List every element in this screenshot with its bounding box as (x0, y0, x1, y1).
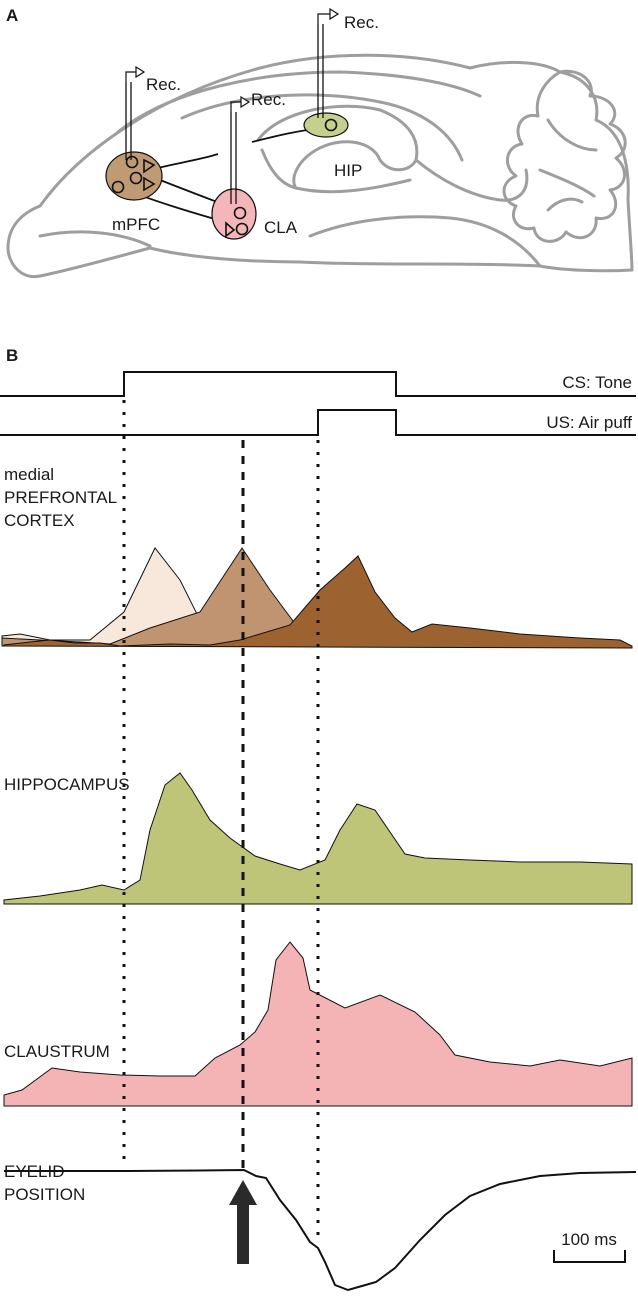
cs-tone-label: CS: Tone (562, 373, 632, 392)
cla-rec-label: Rec. (251, 90, 286, 109)
mpfc-region (105, 151, 163, 201)
mpfc-trace-late (3, 555, 633, 649)
panel-a-letter: A (6, 6, 18, 25)
midbrain-outline (414, 158, 529, 202)
hip-trace (3, 772, 633, 905)
cla-pyramidal (225, 221, 236, 238)
cla-electrode: Rec. (230, 90, 286, 204)
scale-bar (553, 1250, 626, 1263)
cortex-line (116, 70, 482, 134)
hip-trace-label: HIPPOCAMPUS (4, 775, 130, 794)
panel-b-letter: B (6, 346, 18, 365)
mpfc-electrode: Rec. (125, 65, 181, 160)
cla-trace (3, 941, 633, 1107)
brain-outline (6, 53, 634, 279)
mpfc-neuron-3 (111, 180, 125, 194)
mpfc-pyramidal-1 (143, 158, 156, 174)
mpfc-trace-label-2: PREFRONTAL (4, 488, 117, 507)
hip-electrode: Rec. (317, 7, 379, 118)
eyelid-trace (4, 1168, 637, 1292)
mpfc-rec-label: Rec. (146, 75, 181, 94)
cla-trace-label: CLAUSTRUM (4, 1042, 110, 1061)
mpfc-pyramidal-2 (143, 176, 156, 192)
us-airpuff-trace (0, 409, 636, 436)
hip-label: HIP (334, 161, 362, 180)
up-arrow-icon (229, 1180, 257, 1264)
scale-bar-label: 100 ms (561, 1230, 617, 1249)
mpfc-trace-label-3: CORTEX (4, 511, 75, 530)
panel-b: B CS: Tone US: Air puff medial PREFRONTA… (0, 346, 637, 1292)
mpfc-label: mPFC (112, 215, 160, 234)
cerebellum-inner (538, 118, 598, 212)
mpfc-neuron-1 (125, 155, 139, 169)
brainstem-line (308, 215, 542, 268)
cla-neuron-2 (235, 222, 249, 236)
cla-label: CLA (264, 218, 298, 237)
cla-neuron-1 (233, 206, 247, 220)
panel-a: A (6, 6, 634, 279)
hippocampus-outline (256, 104, 419, 190)
mpfc-neuron-2 (129, 171, 143, 185)
cerebellum-outline (502, 69, 627, 243)
us-airpuff-label: US: Air puff (546, 413, 632, 432)
hip-rec-label: Rec. (344, 13, 379, 32)
ventral-line (38, 230, 152, 248)
mpfc-trace-label-1: medial (4, 465, 54, 484)
cs-tone-trace (0, 371, 636, 397)
hip-neuron (324, 118, 338, 132)
thalamus-outline (260, 148, 412, 194)
eyelid-trace-label-2: POSITION (4, 1185, 85, 1204)
